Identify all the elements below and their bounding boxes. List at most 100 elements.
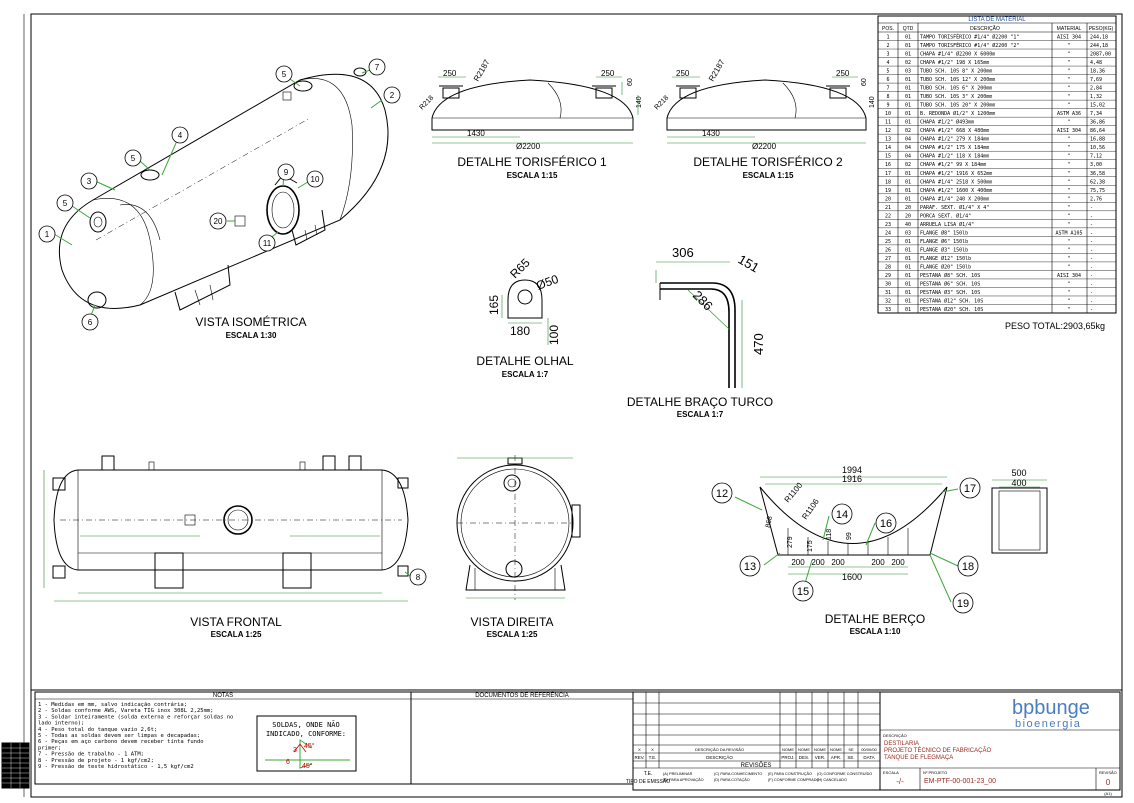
material-cell: ": [1067, 137, 1070, 143]
material-cell: 03: [905, 69, 911, 75]
saddle-left: [174, 264, 231, 311]
tori1-dim-250a: 250: [443, 69, 457, 78]
material-header-qty: QTD: [903, 26, 914, 32]
material-cell: 12: [885, 128, 891, 134]
material-cell: ": [1067, 264, 1070, 270]
revision-label: REVISÃO: [1099, 770, 1117, 775]
cradle-scale: ESCALA 1:10: [850, 627, 901, 636]
cradle-dim-118: 118: [826, 529, 833, 540]
eyelet-dim-d50: Ø50: [534, 272, 560, 293]
notes-title: NOTAS: [213, 693, 233, 699]
material-cell: 15: [885, 154, 891, 160]
tori2-dim-250b: 250: [836, 69, 850, 78]
material-cell: 01: [905, 86, 911, 92]
material-cell: 23: [885, 222, 891, 228]
nozzle-front: [89, 211, 107, 233]
material-cell: 01: [905, 247, 911, 253]
eyelet-dim-165: 165: [487, 295, 501, 315]
balloon-iso-5: 5: [56, 194, 74, 212]
material-cell: 02: [905, 128, 911, 134]
material-cell: 16,88: [1090, 137, 1105, 143]
material-cell: 19: [885, 188, 891, 194]
material-cell: 02: [905, 162, 911, 168]
material-cell: ": [1067, 120, 1070, 126]
material-cell: PESTANA Ø12" SCH. 10S: [920, 297, 983, 304]
material-cell: 28: [885, 264, 891, 270]
material-cell: 21: [885, 205, 891, 211]
note-line: 8 - Pressão de projeto - 1 kgf/cm2;: [38, 758, 154, 764]
balloon-front: 8: [409, 568, 427, 586]
balloon-cradle-6-label: 18: [962, 561, 974, 573]
material-cell: PESTANA Ø8" SCH. 10S: [920, 272, 980, 279]
title-line3: TANQUE DE FLEGMAÇA: [884, 755, 953, 761]
material-cell: 01: [905, 94, 911, 100]
balloon-iso-6-label: 5: [282, 70, 287, 79]
revisions-title: REVISÕES: [741, 762, 772, 769]
balloon-iso-6: 5: [275, 65, 293, 83]
balloon-cradle-2-label: 14: [836, 509, 848, 521]
legend-grid: [1, 742, 30, 789]
cradle-detail: [734, 476, 1048, 603]
material-cell: 16: [885, 162, 891, 168]
material-cell: 27: [885, 256, 891, 262]
material-cell: 3,00: [1090, 162, 1102, 168]
material-cell: 20: [885, 196, 891, 202]
material-cell: 20: [905, 213, 911, 219]
material-cell: 03: [905, 230, 911, 236]
weld-size-b: 6: [286, 759, 290, 766]
project-number: EM-PTF-00-001-23_00: [924, 778, 996, 785]
cradle-dim-1916: 1916: [842, 474, 862, 484]
material-cell: CHAPA #1/2" 118 X 184mm: [920, 154, 989, 160]
material-cell: 2,84: [1090, 86, 1102, 92]
tori1-dim-r2187: R2187: [472, 58, 492, 83]
cradle-dim-1600: 1600: [842, 572, 862, 582]
material-cell: 01: [905, 290, 911, 296]
cradle-dim-200-3: 200: [831, 558, 845, 567]
material-cell: -: [1090, 256, 1093, 262]
material-cell: 75,75: [1090, 188, 1105, 194]
cradle-dim-r1106: R1106: [800, 497, 821, 521]
balloon-iso-0: 1: [38, 225, 56, 243]
material-cell: CHAPA #1/2" 175 X 184mm: [920, 145, 989, 151]
material-cell: 62,38: [1090, 179, 1105, 185]
revision-header: VER.: [815, 755, 826, 760]
material-cell: 5: [886, 69, 889, 75]
material-cell: TUBO SCH. 10S 20" X 200mm: [920, 103, 995, 109]
balloon-cradle-3-label: 15: [797, 586, 809, 598]
tori1-dim-60: 60: [627, 78, 634, 86]
material-cell: 1,32: [1090, 94, 1102, 100]
material-header-pos: POS.: [882, 26, 894, 32]
material-cell: FLANGE Ø8" 150lb: [920, 229, 968, 236]
balloon-iso-2: 3: [80, 172, 98, 190]
material-cell: 04: [905, 145, 911, 151]
right-view: [456, 455, 581, 600]
revision-header: PROJ.: [781, 755, 794, 760]
note-line: 4 - Peso total do tanque vazio 2,6t;: [38, 727, 157, 733]
material-cell: 01: [905, 307, 911, 313]
revision-number: 0: [1106, 778, 1111, 787]
scale-value: -/-: [896, 777, 904, 786]
material-cell: ": [1067, 298, 1070, 304]
material-cell: -: [1090, 239, 1093, 245]
tori2-dim-250a: 250: [676, 69, 690, 78]
tori1-dim-r218: R218: [418, 95, 435, 112]
balloon-cradle-3: 15: [792, 580, 814, 602]
balloon-front-label: 8: [416, 573, 421, 582]
emission-type: (D) PARA COTAÇÃO: [714, 777, 750, 782]
balloon-iso-7: 6: [81, 313, 99, 331]
material-cell: 01: [905, 273, 911, 279]
material-cell: ": [1067, 69, 1070, 75]
eyelet-dim-r65: R65: [507, 255, 533, 281]
material-cell: TUBO SCH. 10S 3" X 200mm: [920, 94, 992, 100]
note-line: lado interno);: [38, 721, 84, 727]
